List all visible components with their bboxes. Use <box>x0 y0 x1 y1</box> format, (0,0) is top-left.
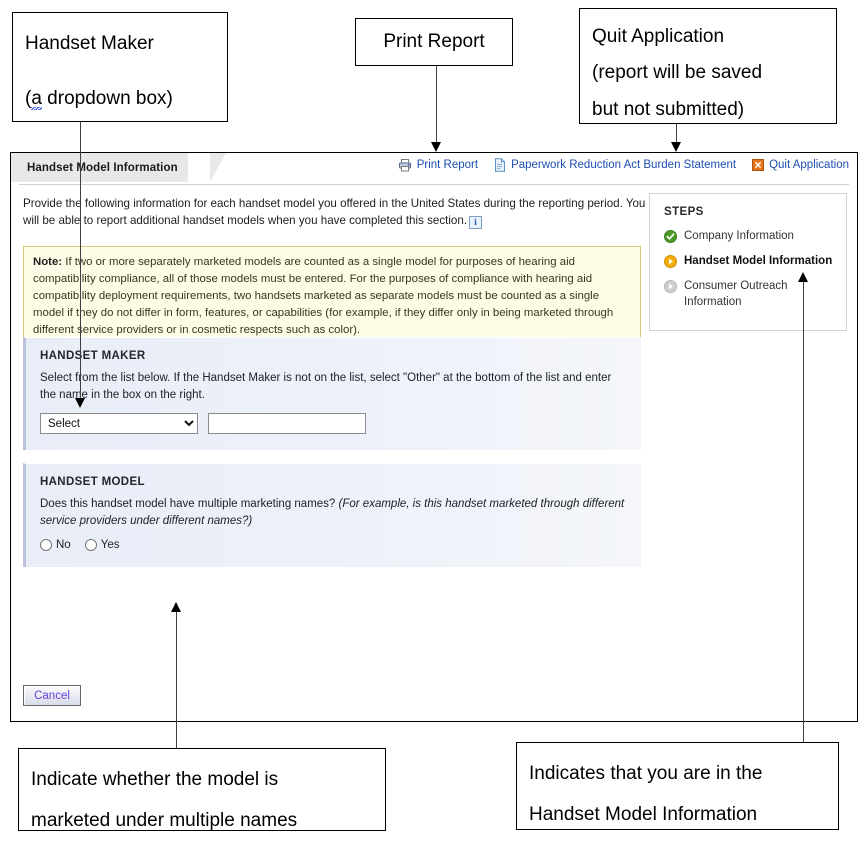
note-label: Note: <box>33 256 63 268</box>
print-report-label: Print Report <box>416 159 479 171</box>
callout-multiple-line1: Indicate whether the model is <box>31 769 279 790</box>
arrow-head-quit-application <box>671 142 681 152</box>
app-content: Provide the following information for ea… <box>11 189 857 721</box>
leader-line-current-step <box>803 282 805 750</box>
app-topbar: Handset Model Information Print Report <box>11 153 857 185</box>
radio-option-yes[interactable]: Yes <box>84 539 120 552</box>
topbar-divider <box>19 184 849 185</box>
arrow-head-print-report <box>431 142 441 152</box>
callout-handset-maker: Handset Maker (a dropdown box) <box>12 12 228 122</box>
callout-print-report: Print Report <box>355 18 513 66</box>
check-circle-icon <box>664 230 677 248</box>
callout-multiple-line2: marketed under multiple names <box>31 810 298 832</box>
step-label-consumer-outreach-information: Consumer Outreach Information <box>684 280 788 308</box>
spellcheck-word-a: a <box>31 88 42 110</box>
steps-panel: STEPS Company Information Han <box>649 193 847 331</box>
handset-model-question-plain: Does this handset model have multiple ma… <box>40 498 339 510</box>
radio-input-no[interactable] <box>40 539 52 552</box>
intro-text: Provide the following information for ea… <box>23 197 646 228</box>
callout-quit-line3: but not submitted) <box>592 98 745 120</box>
quit-application-button[interactable]: Quit Application <box>752 159 849 171</box>
leader-line-multiple-names <box>176 612 178 750</box>
document-icon <box>494 158 506 172</box>
step-label-handset-model-information: Handset Model Information <box>684 255 833 268</box>
handset-model-title: HANDSET MODEL <box>40 476 145 488</box>
paperwork-reduction-act-button[interactable]: Paperwork Reduction Act Burden Statement <box>494 158 736 172</box>
paperwork-reduction-act-label: Paperwork Reduction Act Burden Statement <box>511 159 737 171</box>
handset-maker-inputs: Select <box>40 413 627 435</box>
arrow-circle-icon <box>664 255 677 273</box>
tab-slant-decoration <box>210 153 226 182</box>
handset-maker-panel: HANDSET MAKER Select from the list below… <box>23 337 641 451</box>
printer-icon <box>398 158 412 172</box>
close-x-icon <box>752 159 765 171</box>
tab-label: Handset Model Information <box>27 161 178 174</box>
leader-line-handset-maker <box>80 122 82 404</box>
leader-line-quit-application <box>676 124 678 146</box>
step-item-company-information[interactable]: Company Information <box>664 229 834 248</box>
step-label-company-information: Company Information <box>684 230 794 242</box>
handset-maker-other-input[interactable] <box>208 413 366 435</box>
handset-maker-description: Select from the list below. If the Hands… <box>40 372 612 401</box>
tab-handset-model-information[interactable]: Handset Model Information <box>11 153 188 182</box>
cancel-button[interactable]: Cancel <box>23 685 81 706</box>
application-window: Handset Model Information Print Report <box>10 152 858 722</box>
callout-quit-line1: Quit Application <box>592 26 725 47</box>
note-box: Note: If two or more separately marketed… <box>23 246 641 348</box>
callout-quit-line2: (report will be saved <box>592 62 763 84</box>
radio-label-yes: Yes <box>100 539 120 552</box>
callout-handset-maker-line2: (a dropdown box) <box>25 84 215 113</box>
callout-print-report-text: Print Report <box>383 31 485 53</box>
radio-input-yes[interactable] <box>84 539 97 552</box>
leader-line-print-report <box>436 66 438 146</box>
handset-model-question: Does this handset model have multiple ma… <box>40 496 627 529</box>
callout-step-line2: Handset Model Information <box>529 804 758 826</box>
callout-step-line1: Indicates that you are in the <box>529 763 763 784</box>
callout-current-step: Indicates that you are in the Handset Mo… <box>516 742 839 830</box>
handset-maker-select[interactable]: Select <box>40 413 198 435</box>
callout-handset-maker-line1: Handset Maker <box>25 33 154 54</box>
radio-option-no[interactable]: No <box>40 539 71 552</box>
step-item-consumer-outreach-information[interactable]: Consumer Outreach Information <box>664 279 834 309</box>
step-item-handset-model-information[interactable]: Handset Model Information <box>664 254 834 273</box>
handset-model-panel: HANDSET MODEL Does this handset model ha… <box>23 463 641 568</box>
note-text: If two or more separately marketed model… <box>33 256 614 336</box>
paren-open: ( <box>25 88 32 110</box>
arrow-circle-gray-icon <box>664 280 677 298</box>
app-toolbar: Print Report Paperwork Reduction Act Bur… <box>398 158 849 172</box>
arrow-head-handset-maker <box>75 398 85 408</box>
callout-quit-application: Quit Application (report will be saved b… <box>579 8 837 124</box>
arrow-head-current-step <box>798 272 808 282</box>
callout-multiple-names: Indicate whether the model is marketed u… <box>18 748 386 831</box>
info-icon[interactable]: i <box>469 216 483 230</box>
handset-model-radio-group: No Yes <box>40 539 627 552</box>
dropdown-box-text: dropdown box) <box>41 88 173 110</box>
handset-model-question-example: (For example, is this handset marketed t… <box>40 498 625 527</box>
handset-maker-title: HANDSET MAKER <box>40 350 146 362</box>
arrow-head-multiple-names <box>171 602 181 612</box>
steps-title: STEPS <box>664 206 704 218</box>
radio-label-no: No <box>56 539 71 552</box>
print-report-button[interactable]: Print Report <box>398 158 478 172</box>
quit-application-label: Quit Application <box>769 159 849 171</box>
intro-paragraph: Provide the following information for ea… <box>23 195 648 230</box>
